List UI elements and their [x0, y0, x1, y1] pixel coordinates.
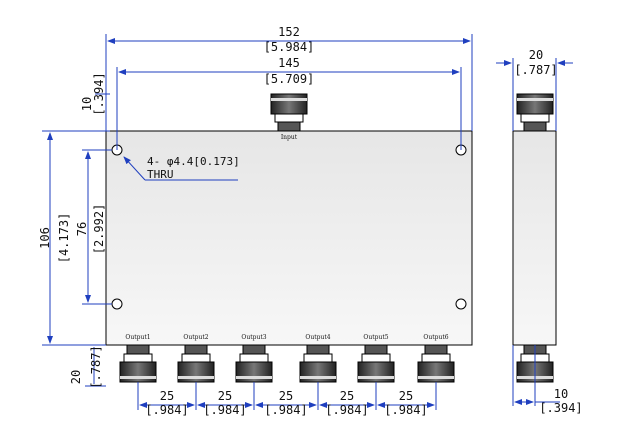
side-conn-in: [.394]	[539, 401, 582, 415]
output-connectors: Output1 Output2 Output3 Output4 Output5 Outpu…	[119, 334, 455, 383]
input-connector: Input	[270, 93, 308, 141]
divider-body	[105, 130, 473, 346]
pitch-mm: 25	[160, 389, 174, 403]
overall-width-mm: 152	[278, 25, 300, 39]
pitch-mm: 25	[279, 389, 293, 403]
top-offset-in: [.394]	[92, 72, 106, 115]
overall-width-in: [5.984]	[264, 40, 315, 54]
output-label: Output1	[125, 334, 150, 341]
mounting-hole-bottom-right	[455, 298, 467, 310]
pitch-dimensions: 25[.984]25[.984]25[.984]25[.984]25[.984]	[137, 382, 437, 417]
hole-span-in: [5.709]	[264, 72, 315, 86]
top-offset-mm: 10	[80, 97, 94, 111]
body-height-mm: 106	[38, 227, 52, 249]
output-label: Output5	[363, 334, 388, 341]
hole-callout-thru: THRU	[147, 168, 174, 181]
side-input-connector	[516, 93, 554, 132]
output-connector: Output6	[417, 334, 455, 383]
hole-span-mm: 145	[278, 56, 300, 70]
body-height-in: [4.173]	[57, 213, 71, 264]
side-body	[512, 130, 557, 346]
side-width-in: [.787]	[514, 63, 557, 77]
output-label: Output3	[241, 334, 266, 341]
hole-vspan-mm: 76	[75, 222, 89, 236]
pitch-mm: 25	[340, 389, 354, 403]
hole-vspan-in: [2.992]	[92, 204, 106, 255]
pitch-in: [.984]	[325, 403, 368, 417]
pitch-in: [.984]	[384, 403, 427, 417]
output-label: Output2	[183, 334, 208, 341]
hole-callout-size: 4- φ4.4[0.173]	[147, 155, 240, 168]
pitch-mm: 25	[399, 389, 413, 403]
output-label: Output6	[423, 334, 448, 341]
pitch-mm: 25	[218, 389, 232, 403]
side-conn-mm: 10	[554, 387, 568, 401]
pitch-in: [.984]	[203, 403, 246, 417]
output-label: Output4	[305, 334, 330, 341]
output-connector: Output2	[177, 334, 215, 383]
pitch-in: [.984]	[264, 403, 307, 417]
bottom-offset-mm: 20	[69, 370, 83, 384]
output-connector: Output5	[357, 334, 395, 383]
side-view: 20 [.787] 10 [.394]	[496, 48, 583, 415]
mounting-hole-bottom-left	[111, 298, 123, 310]
pitch-in: [.984]	[145, 403, 188, 417]
output-connector: Output1	[119, 334, 157, 383]
side-width-mm: 20	[529, 48, 543, 62]
bottom-offset-in: [.787]	[89, 345, 103, 388]
input-label: Input	[281, 134, 298, 141]
